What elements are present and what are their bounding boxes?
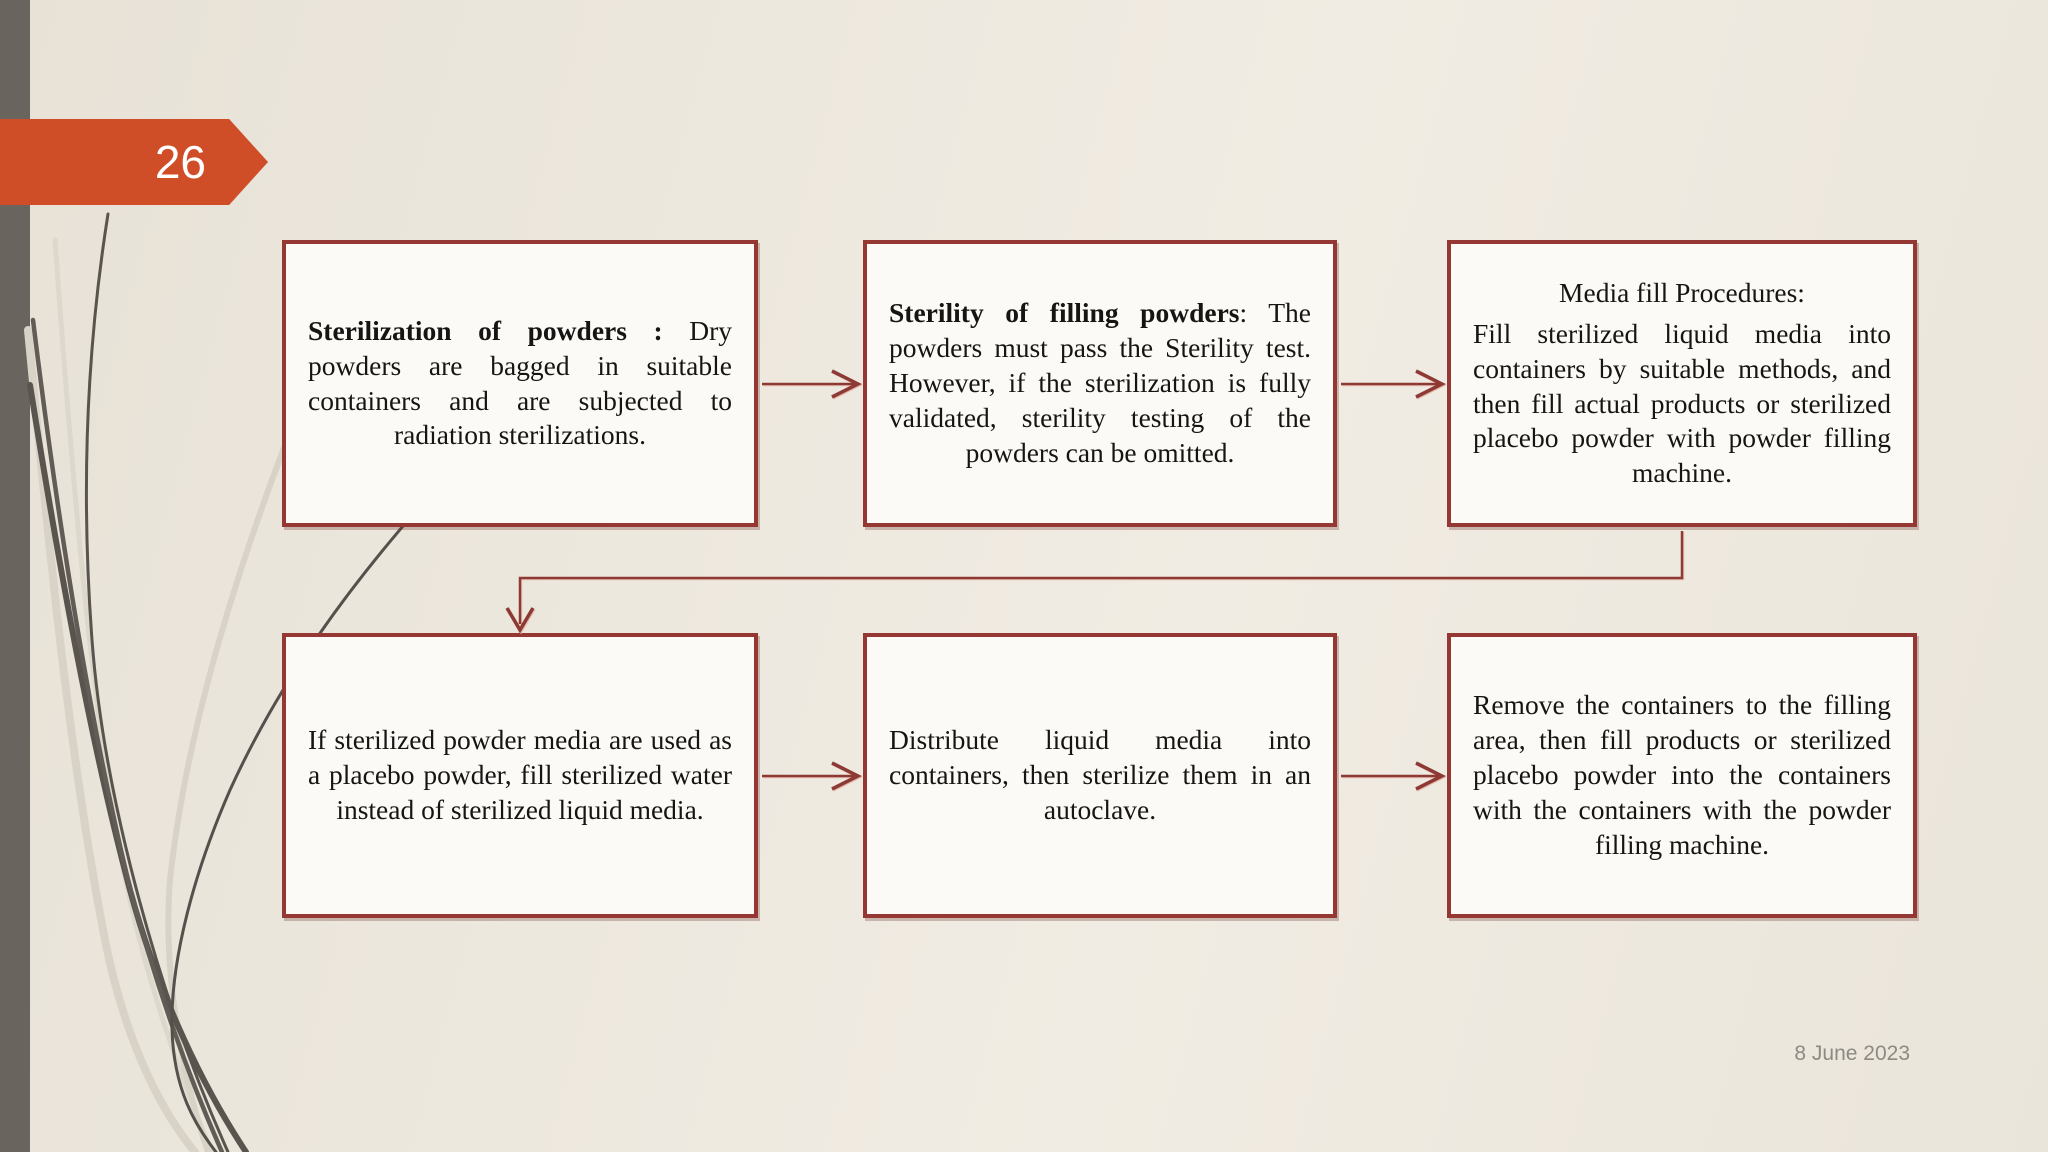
box-body: Fill sterilized liquid media into contai…	[1473, 317, 1891, 489]
page-number-banner: 26	[0, 119, 268, 205]
box-text: Sterility of filling powders: The powder…	[889, 296, 1311, 471]
box-heading: Media fill Procedures:	[1559, 276, 1805, 308]
box-body: If sterilized powder media are used as a…	[308, 724, 732, 825]
flow-box-distribute-liquid-media: Distribute liquid media into containers,…	[863, 633, 1337, 918]
box-lead-bold: Sterilization of powders :	[308, 314, 663, 346]
flow-box-media-fill-procedures: Media fill Procedures: Fill sterilized l…	[1447, 240, 1917, 527]
box-text: Sterilization of powders : Dry powders a…	[308, 314, 732, 454]
flow-box-sterilization-of-powders: Sterilization of powders : Dry powders a…	[282, 240, 758, 527]
date-label: 8 June 2023	[1794, 1042, 1910, 1065]
flow-box-sterility-of-filling-powders: Sterility of filling powders: The powder…	[863, 240, 1337, 527]
decor-curve-light	[24, 326, 199, 1152]
decor-curve-dark	[30, 317, 225, 1152]
box-lead-bold: Sterility of filling powders	[889, 297, 1240, 329]
box-body: Remove the containers to the filling are…	[1473, 689, 1891, 860]
decor-curve-dark	[27, 382, 249, 1152]
box-body: Distribute liquid media into containers,…	[889, 724, 1311, 825]
box-body: : The powders must pass the Sterility te…	[889, 297, 1311, 468]
page-number: 26	[154, 136, 206, 188]
decor-curve-light	[52, 237, 215, 1152]
flow-box-placebo-powder: If sterilized powder media are used as a…	[282, 633, 758, 918]
decor-curve-dark	[170, 493, 432, 1152]
flow-box-remove-containers: Remove the containers to the filling are…	[1447, 633, 1917, 918]
box-body: Dry powders are bagged in suitable conta…	[308, 314, 732, 451]
